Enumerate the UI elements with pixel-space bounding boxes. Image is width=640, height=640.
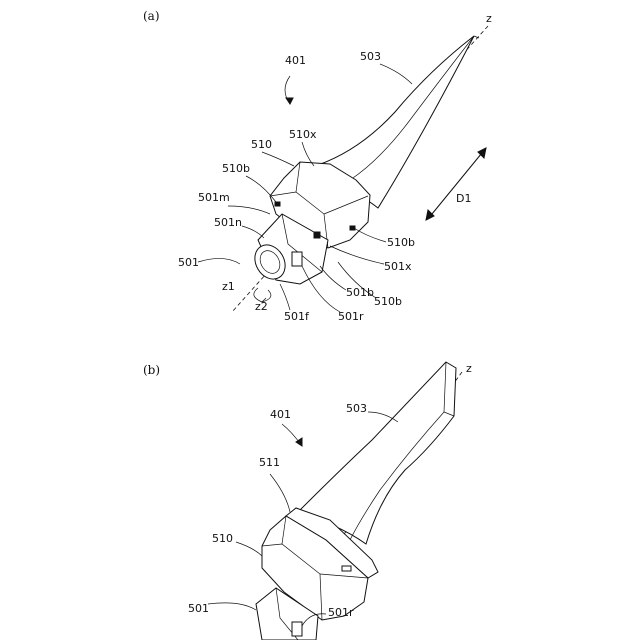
z-axis-label-b: z <box>466 362 472 375</box>
label-503-a: 503 <box>360 50 381 63</box>
shank-notch <box>314 232 320 238</box>
label-510b-right: 510b <box>387 236 415 249</box>
z-axis-label: z <box>486 12 492 25</box>
label-d1: D1 <box>456 192 471 205</box>
holder-b-slot <box>342 566 351 571</box>
figure-a: (a) z <box>143 9 492 323</box>
label-501f: 501f <box>284 310 310 323</box>
label-401-b: 401 <box>270 408 291 421</box>
label-510x: 510x <box>289 128 317 141</box>
label-510b-upper: 510b <box>222 162 250 175</box>
label-501r: 501r <box>338 310 364 323</box>
figure-b: (b) z 401 50 <box>143 362 472 640</box>
label-z1: z1 <box>222 280 235 293</box>
label-501b: 501b <box>346 286 374 299</box>
label-501r-b: 501r <box>328 606 354 619</box>
panel-label-a: (a) <box>143 9 160 23</box>
label-501-b: 501 <box>188 602 209 615</box>
label-511: 511 <box>259 456 280 469</box>
label-501x: 501x <box>384 260 412 273</box>
label-510: 510 <box>251 138 272 151</box>
holder-slot-upper <box>275 202 280 206</box>
label-503-b: 503 <box>346 402 367 415</box>
label-501m: 501m <box>198 191 230 204</box>
label-510b-lower: 510b <box>374 295 402 308</box>
shank-b-flat-501r <box>292 622 302 636</box>
label-501n: 501n <box>214 216 242 229</box>
label-401-a: 401 <box>285 54 306 67</box>
panel-label-b: (b) <box>143 363 160 377</box>
shank-flat-501r <box>292 252 302 266</box>
label-z2: z2 <box>255 300 268 313</box>
label-510-b: 510 <box>212 532 233 545</box>
label-501-a: 501 <box>178 256 199 269</box>
direction-arrow-d1 <box>426 148 486 220</box>
